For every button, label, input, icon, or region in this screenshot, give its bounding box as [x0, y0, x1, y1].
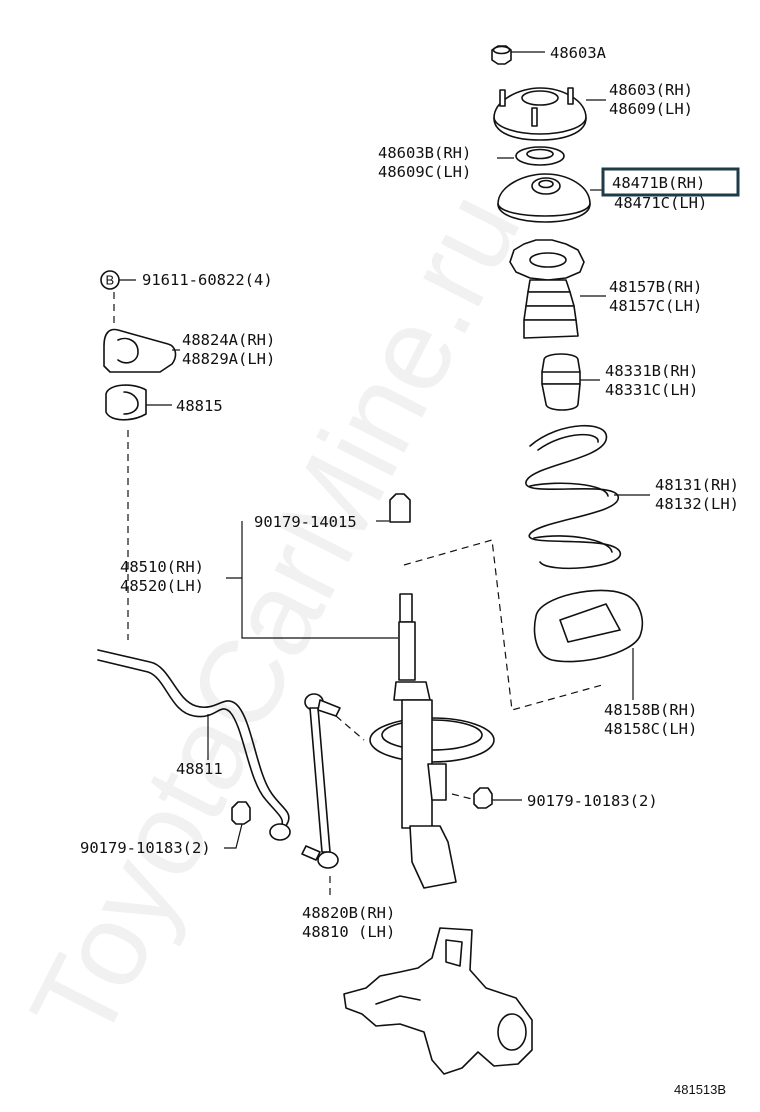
stabilizer-bar-part — [97, 649, 291, 841]
spring-seat-part — [497, 173, 605, 223]
label-bumper-lh: 48331C(LH) — [605, 381, 698, 399]
nut-top-part — [491, 45, 545, 65]
label-insulator-rh: 48158B(RH) — [604, 701, 697, 719]
label-spring-lh: 48132(LH) — [655, 495, 739, 513]
figure-id: 481513B — [674, 1082, 726, 1097]
label-strut-nut: 90179-14015 — [254, 513, 357, 531]
bolt-b-badge-text: B — [106, 273, 115, 288]
label-link-rh: 48820B(RH) — [302, 904, 395, 922]
label-bearing-lh: 48609C(LH) — [378, 163, 471, 181]
label-bolt-b: 91611-60822(4) — [142, 271, 273, 289]
label-stab-bar: 48811 — [176, 760, 223, 778]
label-strut-lh: 48520(LH) — [120, 577, 204, 595]
label-bumper-rh: 48331B(RH) — [605, 362, 698, 380]
bumper-part — [541, 353, 600, 411]
label-support-lh: 48609(LH) — [609, 100, 693, 118]
strut-support-part — [493, 87, 606, 141]
boot-part — [509, 239, 606, 339]
bushing-part — [105, 384, 172, 421]
label-boot-lh: 48157C(LH) — [609, 297, 702, 315]
bearing-part — [497, 146, 565, 166]
label-nut-top: 48603A — [550, 44, 607, 62]
highlight-box — [601, 167, 740, 197]
bracket-part — [103, 328, 180, 373]
coil-spring-part — [525, 424, 650, 570]
bolt-b-badge: B — [100, 270, 136, 290]
steering-knuckle-part — [343, 927, 533, 1075]
label-support-rh: 48603(RH) — [609, 81, 693, 99]
label-bracket-rh: 48824A(RH) — [182, 331, 275, 349]
watermark: ToyotaCarMine.ru — [6, 172, 546, 1062]
label-insulator-lh: 48158C(LH) — [604, 720, 697, 738]
strut-bracket — [226, 521, 398, 639]
label-link-lh: 48810 (LH) — [302, 923, 395, 941]
label-nut-right: 90179-10183(2) — [527, 792, 658, 810]
strut-assembly-part — [369, 493, 495, 889]
stab-link-part — [301, 693, 341, 869]
insulator-part — [533, 589, 644, 700]
label-bushing: 48815 — [176, 397, 223, 415]
nut-right-part — [473, 787, 522, 809]
assembly-dash-link-top — [335, 715, 365, 741]
label-bracket-lh: 48829A(LH) — [182, 350, 275, 368]
label-boot-rh: 48157B(RH) — [609, 278, 702, 296]
label-seat-lh: 48471C(LH) — [614, 194, 707, 212]
assembly-dash-nut — [451, 793, 477, 801]
label-nut-left: 90179-10183(2) — [80, 839, 211, 857]
label-spring-rh: 48131(RH) — [655, 476, 739, 494]
label-bearing-rh: 48603B(RH) — [378, 144, 471, 162]
label-seat-rh: 48471B(RH) — [612, 174, 705, 192]
nut-left-part — [224, 801, 251, 849]
label-strut-rh: 48510(RH) — [120, 558, 204, 576]
